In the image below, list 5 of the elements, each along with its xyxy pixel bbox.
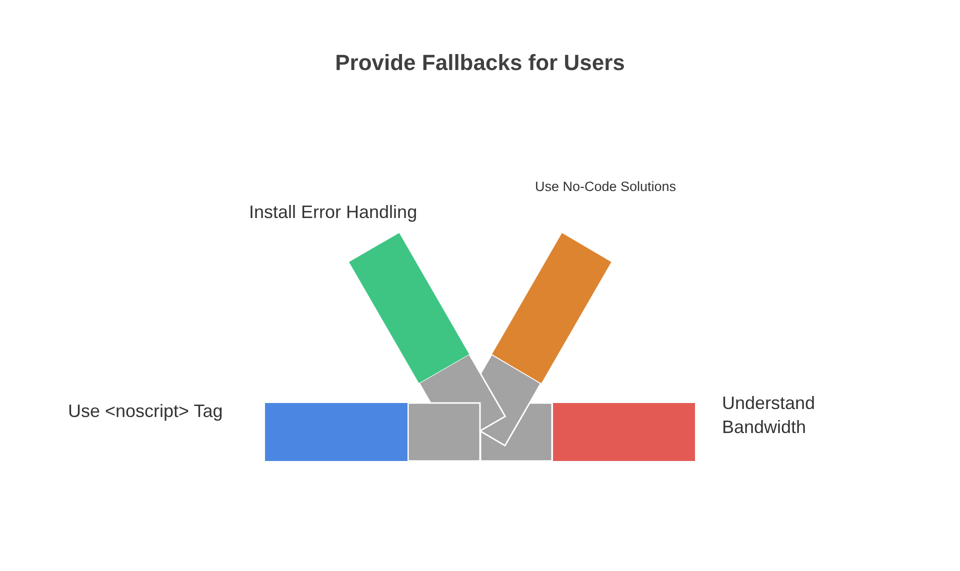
step-label: Use No-Code Solutions — [534, 178, 678, 196]
step-label: Use <noscript> Tag — [68, 400, 224, 422]
step-label: Understand Bandwidth — [722, 392, 816, 439]
step-label: Install Error Handling — [249, 201, 418, 223]
diagram-title: Provide Fallbacks for Users — [334, 49, 626, 77]
